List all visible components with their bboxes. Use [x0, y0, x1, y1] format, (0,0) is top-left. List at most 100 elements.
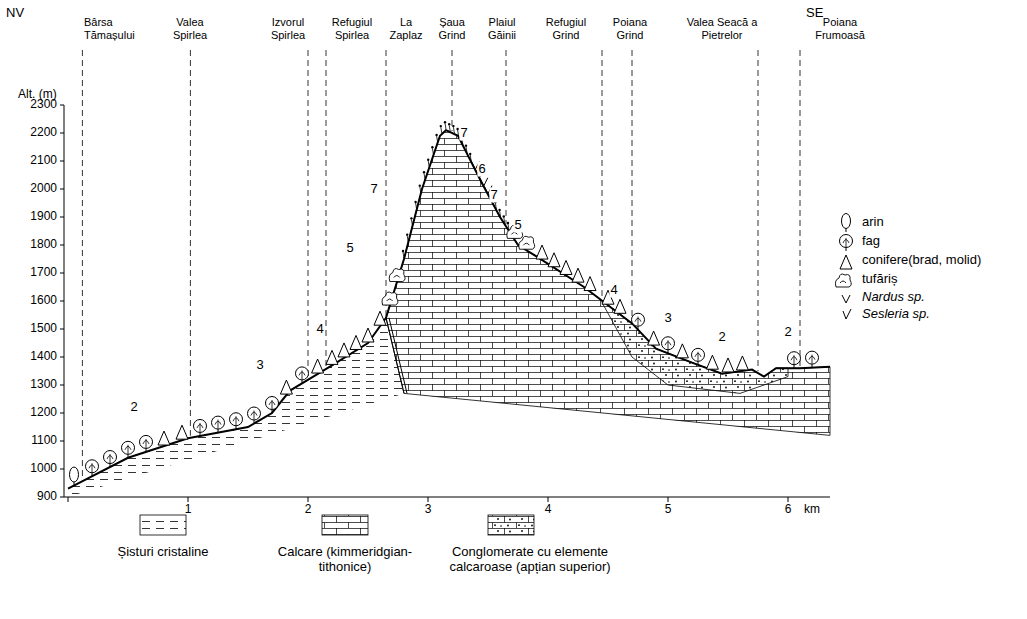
altitude-tick-label: 1100 [31, 434, 57, 448]
sesleria-symbol [435, 134, 437, 136]
beech-symbol [143, 439, 149, 448]
zone-number: 5 [345, 240, 354, 255]
sesleria-symbol [503, 215, 505, 217]
beech-symbol [107, 454, 113, 463]
location-line [632, 50, 633, 321]
beech-symbol [194, 419, 207, 432]
legend-text: fag [862, 234, 880, 249]
conifer-symbol [548, 253, 560, 267]
beech-symbol [248, 407, 261, 420]
sesleria-symbol [403, 252, 404, 258]
sesleria-symbol [843, 309, 851, 319]
y-tick [60, 273, 64, 274]
legend-text: arin [862, 215, 884, 230]
altitude-tick-label: 1200 [30, 406, 57, 420]
conifer-symbol [648, 331, 660, 345]
conifer-symbol [312, 359, 324, 373]
location-name: Valea Seacă a Pietrelor [673, 16, 771, 41]
beech-symbol [233, 416, 239, 425]
y-tick [60, 357, 64, 358]
sesleria-symbol [444, 121, 446, 123]
sesleria-symbol [449, 125, 450, 131]
conifer-symbol [584, 277, 596, 291]
shrub-symbol [382, 292, 398, 305]
conifer-symbol [362, 328, 374, 342]
beech-symbol [662, 337, 675, 350]
altitude-tick-label: 1500 [30, 322, 57, 336]
x-tick [308, 497, 309, 502]
conifer-symbol [676, 344, 688, 358]
altitude-tick-label: 1000 [30, 462, 57, 476]
legend-text: Calcare (kimmeridgian-tithonice) [260, 545, 430, 575]
y-tick [60, 133, 64, 134]
altitude-tick-label: 1600 [30, 294, 57, 308]
conifer-symbol [158, 431, 170, 445]
zone-number: 3 [663, 310, 672, 325]
location-name: Poiana Grind [606, 16, 654, 41]
location-line [190, 50, 191, 436]
altitude-tick-label: 1400 [30, 350, 57, 364]
x-tick [68, 497, 69, 502]
beech-symbol [632, 313, 645, 326]
sesleria-symbol [495, 203, 496, 209]
sesleria-symbol [407, 236, 408, 242]
schist-area [68, 318, 404, 497]
limestone-area [386, 130, 830, 435]
beech-symbol [665, 340, 671, 349]
altitude-tick-label: 1300 [30, 378, 57, 392]
zone-number: 6 [477, 162, 486, 177]
location-line [82, 50, 83, 479]
location-line [326, 50, 327, 367]
zone-number: 3 [255, 358, 264, 373]
beech-symbol [140, 435, 153, 448]
sesleria-symbol [406, 233, 408, 235]
sesleria-symbol [440, 125, 442, 127]
legend-text: tufăriș [862, 272, 897, 287]
beech-symbol [299, 370, 305, 379]
location-name: Plaiul Găinii [480, 16, 524, 41]
beech-symbol [296, 367, 309, 380]
y-tick [60, 161, 64, 162]
alder-symbol [70, 467, 79, 482]
conifer-symbol [736, 356, 748, 370]
location-line [386, 50, 387, 316]
altitude-tick-label: 2000 [30, 182, 57, 196]
y-tick [60, 189, 64, 190]
conifer-symbol [280, 380, 292, 394]
sesleria-symbol [427, 159, 429, 161]
beech-symbol [692, 348, 705, 361]
y-tick [60, 385, 64, 386]
sesleria-symbol [470, 155, 471, 161]
beech-symbol [840, 235, 853, 248]
conifer-symbol [176, 425, 188, 439]
conglomerate-ground [602, 301, 788, 394]
location-name: La Zaplaz [384, 16, 428, 41]
zone-number: 2 [717, 330, 726, 345]
x-tick [428, 497, 429, 502]
y-tick [60, 217, 64, 218]
zone-number: 2 [129, 400, 138, 415]
beech-symbol [635, 317, 641, 326]
sesleria-symbol [441, 127, 442, 133]
beech-symbol [122, 441, 135, 454]
zone-number: 7 [369, 182, 378, 197]
legend-text: Nardus sp. [862, 290, 925, 305]
altitude-tick-label: 1900 [30, 210, 57, 224]
distance-tick-label: 4 [545, 503, 552, 517]
beech-symbol [791, 355, 797, 364]
sesleria-symbol [419, 184, 421, 186]
sesleria-symbol [500, 211, 501, 217]
conifer-symbol [840, 255, 852, 269]
direction-label: NV [6, 6, 24, 21]
location-name: Poiana Frumoasă [805, 16, 875, 41]
x-tick [668, 497, 669, 502]
beech-symbol [266, 397, 279, 410]
sesleria-symbol [469, 153, 471, 155]
beech-symbol [251, 411, 257, 420]
location-name: Valea Spirlea [160, 16, 220, 41]
beech-symbol [806, 351, 819, 364]
y-tick [60, 469, 64, 470]
shrub-symbol [519, 236, 535, 249]
location-line [506, 50, 507, 224]
y-tick [60, 329, 64, 330]
